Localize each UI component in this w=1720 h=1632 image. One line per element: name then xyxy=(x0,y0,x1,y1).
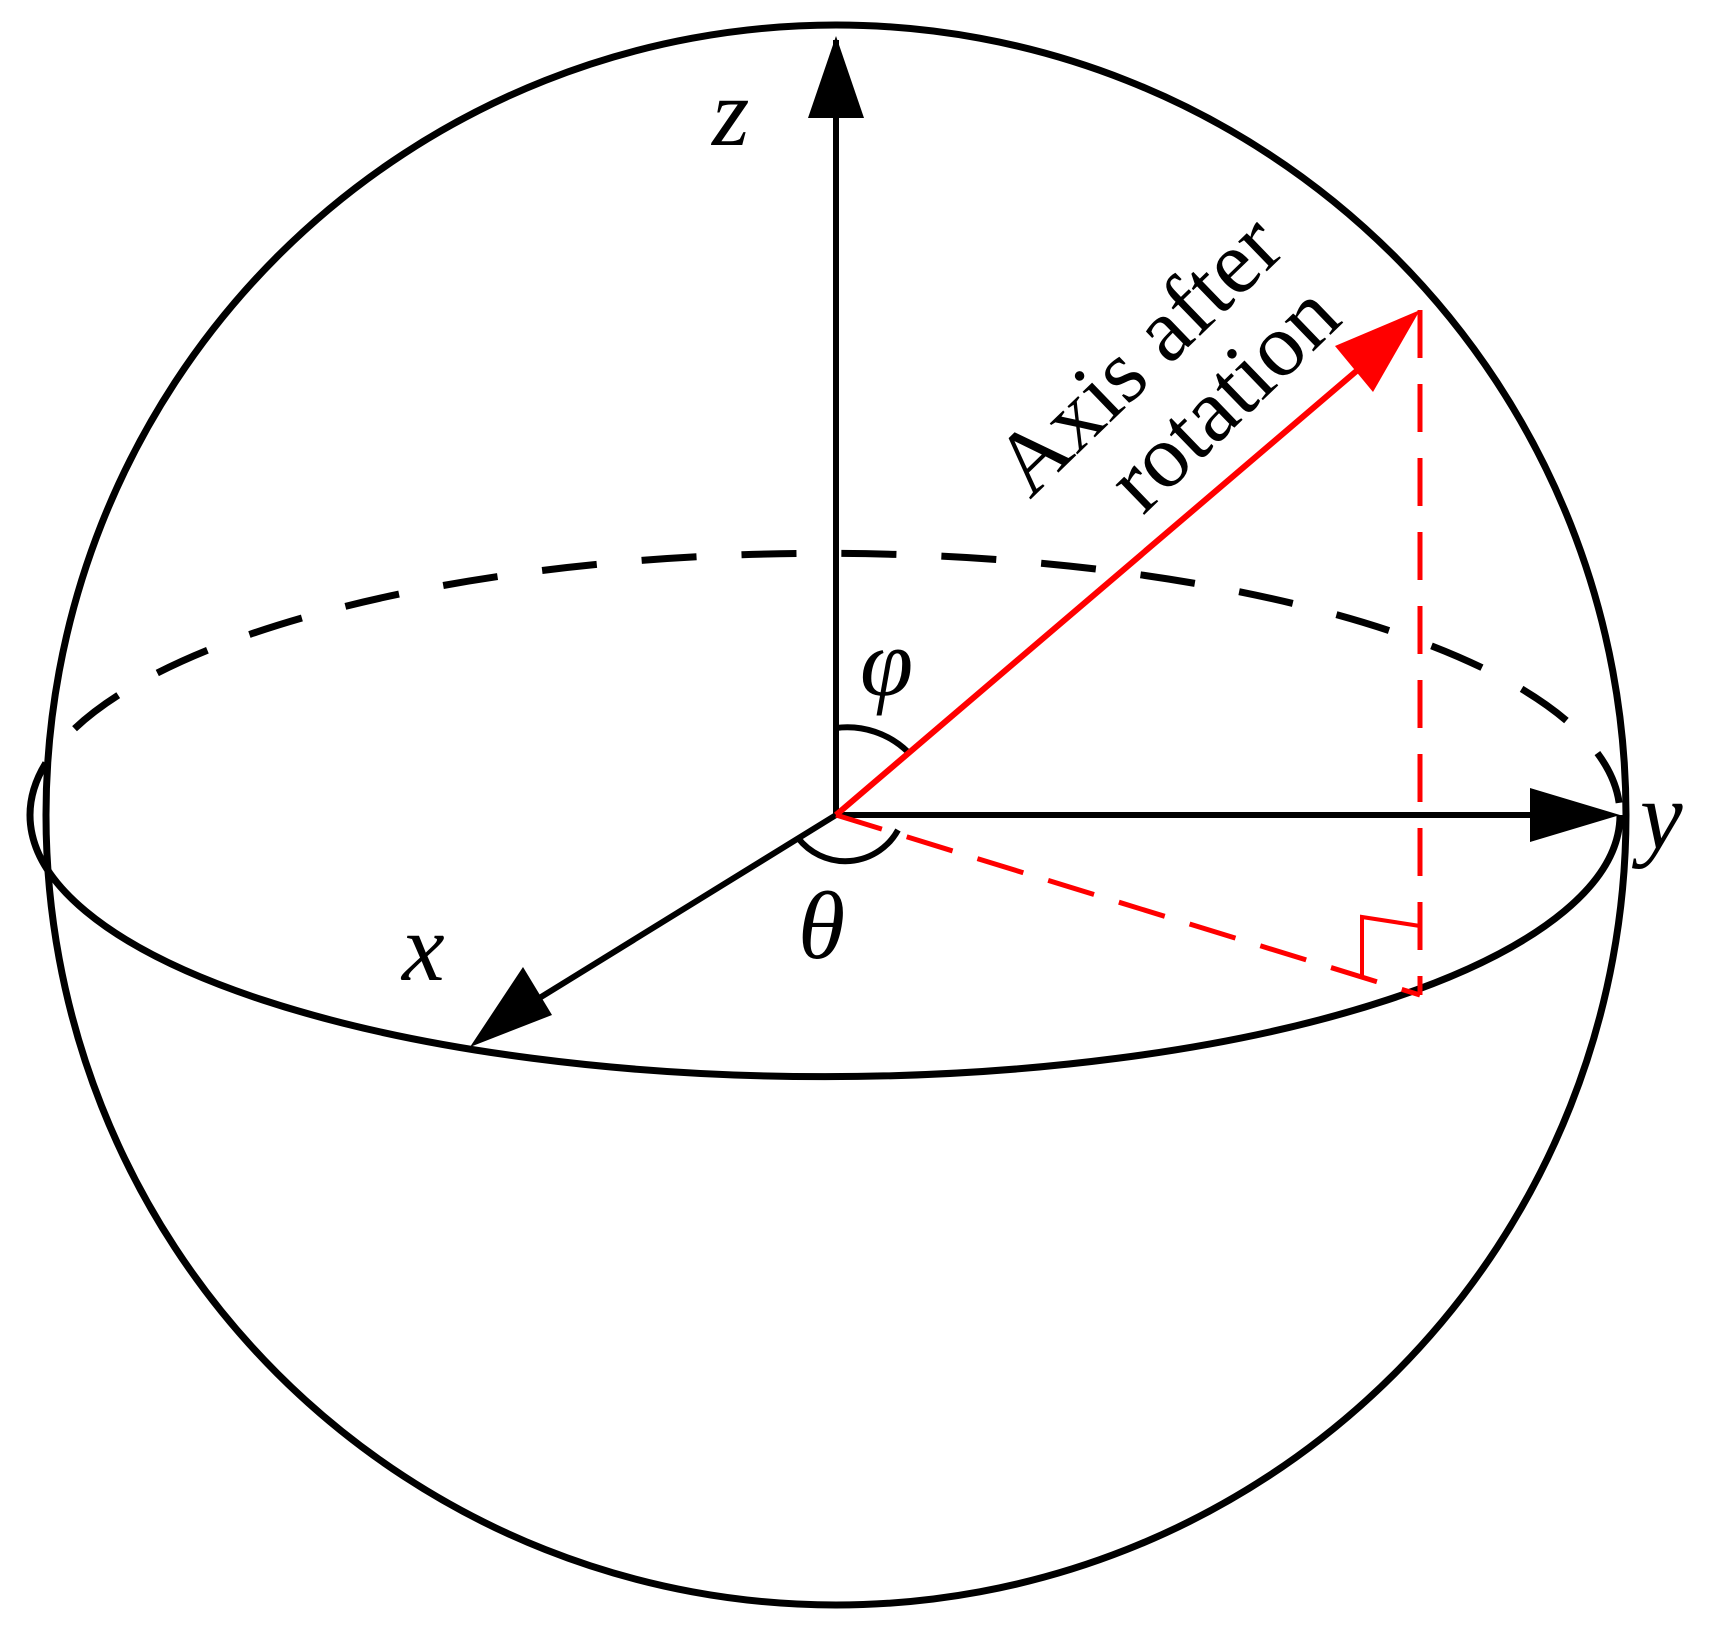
z-axis-arrowhead xyxy=(808,36,864,118)
y-axis-label: y xyxy=(1631,762,1683,869)
rotated-axis-arrowhead xyxy=(1335,310,1420,392)
rotated-axis-caption: Axis after rotation xyxy=(975,195,1358,531)
phi-angle-arc xyxy=(835,724,911,755)
right-angle-marker xyxy=(1360,914,1421,977)
x-axis-label: x xyxy=(400,894,445,1001)
theta-angle-label: θ xyxy=(798,872,845,979)
theta-angle-arc xyxy=(795,828,901,865)
y-axis-arrowhead xyxy=(1530,788,1620,842)
rotated-axis-vector xyxy=(834,365,1362,818)
z-axis-label: z xyxy=(710,59,749,166)
phi-angle-label: φ xyxy=(860,609,913,716)
sphere-outline xyxy=(42,21,1630,1609)
projection-horizontal-dashed xyxy=(835,812,1421,998)
equator-front-solid xyxy=(26,814,1624,1081)
x-axis-arrowhead xyxy=(470,967,552,1047)
x-axis xyxy=(518,812,838,1013)
equator-back-dashed xyxy=(26,549,1624,816)
